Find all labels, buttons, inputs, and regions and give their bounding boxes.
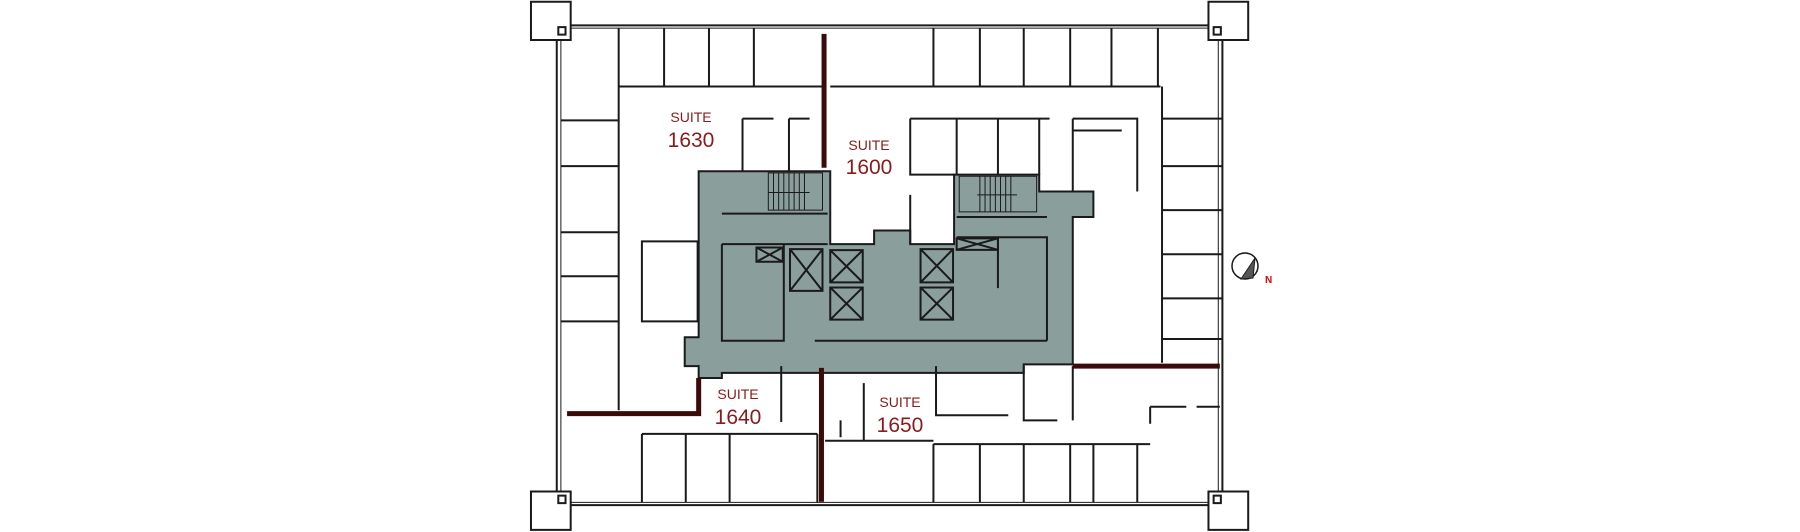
suite-1600-label: SUITE 1600 [846, 137, 893, 179]
elevators [756, 238, 997, 319]
building-core [685, 171, 1094, 378]
stairs [768, 173, 1036, 212]
svg-text:SUITE: SUITE [879, 394, 920, 410]
svg-text:1640: 1640 [715, 406, 762, 429]
north-compass-icon: N [1231, 252, 1272, 286]
svg-text:SUITE: SUITE [848, 137, 889, 153]
demising-walls [567, 34, 1220, 502]
exterior-walls [557, 25, 1223, 505]
svg-text:SUITE: SUITE [670, 109, 711, 125]
svg-text:SUITE: SUITE [717, 386, 758, 402]
svg-text:N: N [1265, 275, 1272, 286]
suite-1650-label: SUITE 1650 [877, 394, 924, 437]
corner-columns [531, 2, 1248, 530]
suite-1630-label: SUITE 1630 [668, 109, 715, 152]
svg-text:1630: 1630 [668, 129, 715, 152]
svg-text:1600: 1600 [846, 156, 893, 179]
svg-text:1650: 1650 [877, 414, 924, 437]
suite-1640-label: SUITE 1640 [715, 386, 762, 429]
interior-walls [561, 28, 1223, 502]
